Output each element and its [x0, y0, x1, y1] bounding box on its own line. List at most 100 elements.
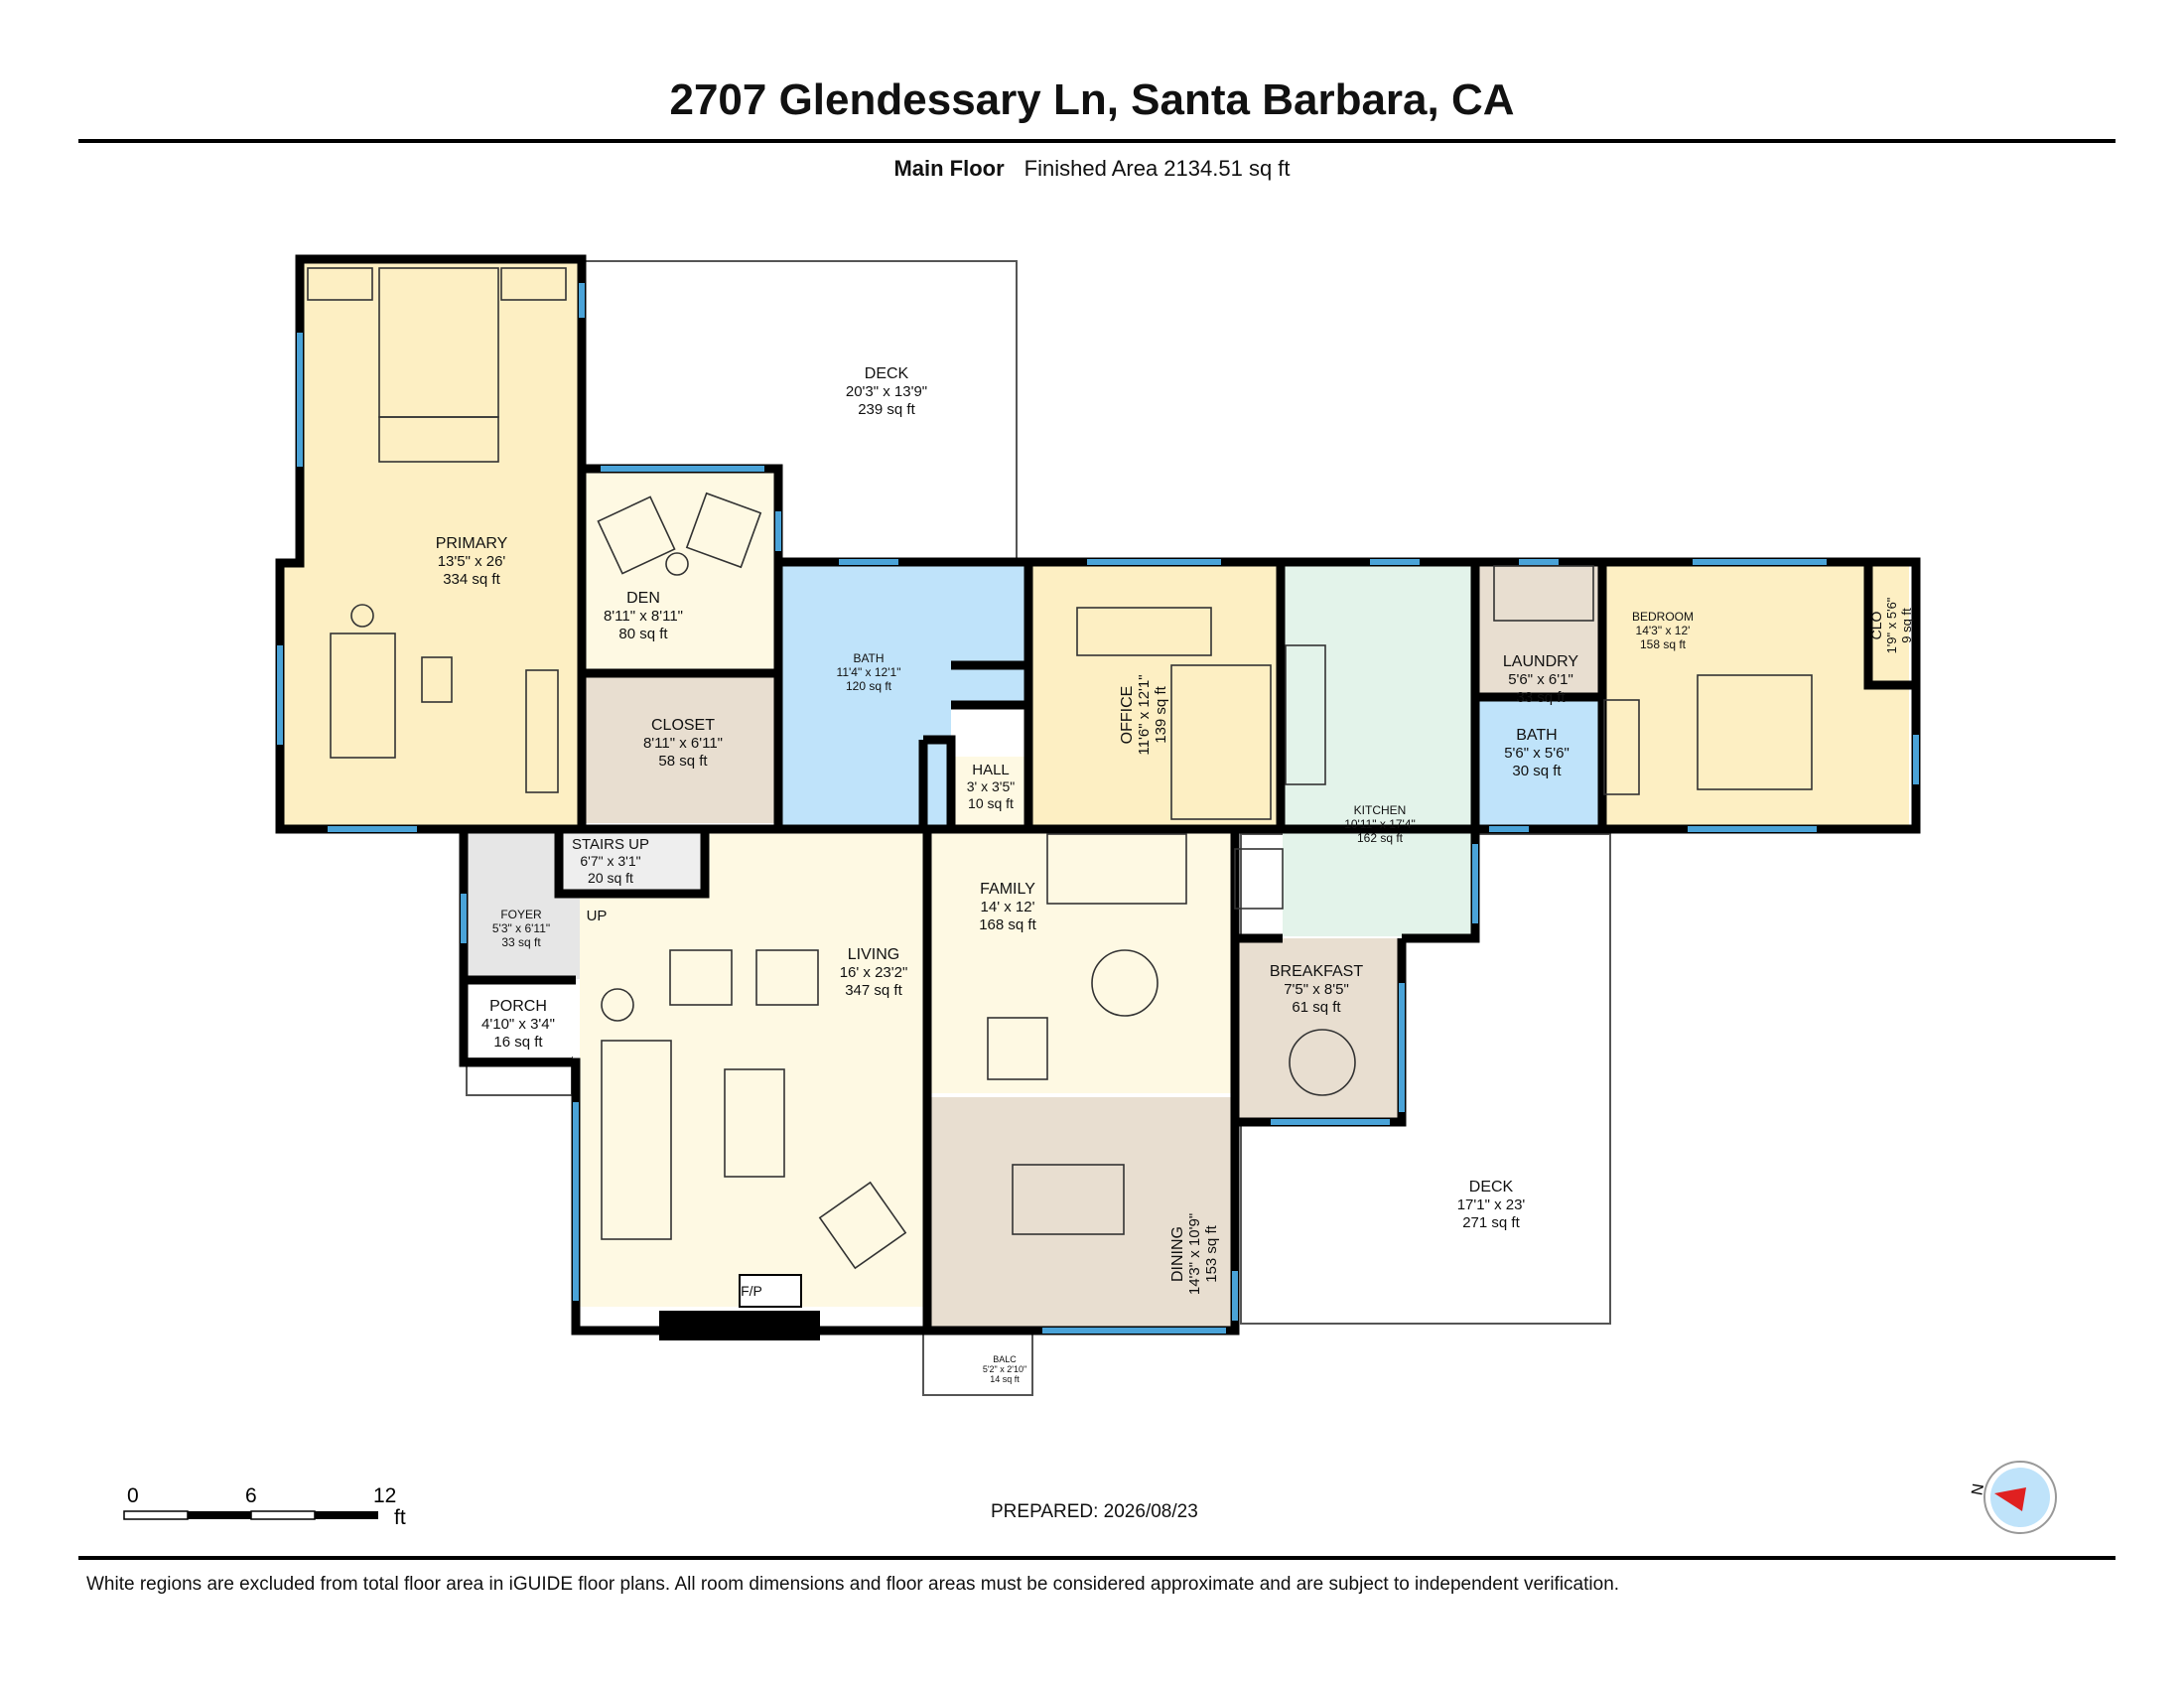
bath-main-area: 120 sq ft	[846, 679, 892, 693]
primary-walls	[275, 254, 587, 834]
primary-nightstand-right	[500, 267, 567, 301]
windows	[277, 283, 1919, 1334]
living-sofa	[601, 1040, 672, 1240]
scale-tick-6: 6	[245, 1484, 257, 1507]
primary-name: PRIMARY	[436, 535, 508, 552]
compass-north-label: N	[1971, 1482, 1987, 1496]
scale-segment-4	[315, 1511, 378, 1519]
bedroom-dims: 14'3" x 12'	[1636, 624, 1691, 637]
foyer-name: FOYER	[500, 908, 542, 921]
balc-dims: 5'2" x 2'10"	[983, 1364, 1026, 1374]
living-chair-1	[669, 949, 733, 1006]
breakfast-name: BREAKFAST	[1270, 963, 1363, 980]
hall-name: HALL	[972, 762, 1010, 778]
floor-name: Main Floor	[893, 156, 1005, 181]
office-desk-right	[1170, 664, 1272, 820]
family-area: 168 sq ft	[979, 916, 1036, 933]
stair-fill	[559, 830, 703, 896]
closet-area: 58 sq ft	[658, 753, 708, 770]
dining-fill	[929, 1097, 1232, 1328]
clo-wall	[1863, 562, 1916, 690]
fireplace-hearth	[659, 1311, 820, 1340]
kitchen-area: 162 sq ft	[1357, 831, 1404, 845]
den-dims: 8'11" x 8'11"	[604, 608, 683, 625]
den-side-table	[665, 552, 689, 576]
clo-label: CLO 1'9" x 5'6" 9 sq ft	[1868, 597, 1914, 653]
primary-dresser	[525, 669, 559, 793]
deck-top-dims: 20'3" x 13'9"	[846, 383, 927, 400]
office-label: OFFICE 11'6" x 12'1" 139 sq ft	[1119, 674, 1169, 755]
footer-divider	[78, 1556, 2116, 1560]
laundry-appliances	[1493, 565, 1594, 622]
clo-fill	[1871, 564, 1909, 683]
balc-area: 14 sq ft	[990, 1374, 1020, 1384]
scale-tick-12: 12	[373, 1484, 396, 1507]
office-desk	[1076, 607, 1212, 656]
office-name: OFFICE	[1119, 686, 1136, 745]
dining-name: DINING	[1169, 1226, 1186, 1282]
fireplace-box	[739, 1274, 802, 1308]
dining-label: DINING 14'3" x 10'9" 153 sq ft	[1169, 1213, 1220, 1295]
kitchen-fill	[1283, 564, 1473, 938]
office-area: 139 sq ft	[1153, 685, 1169, 743]
clo-dims: 1'9" x 5'6"	[1884, 597, 1899, 653]
scale-segment-3	[250, 1510, 316, 1520]
den-area: 80 sq ft	[618, 626, 668, 642]
closet-dims: 8'11" x 6'11"	[643, 735, 723, 752]
laundry-area: 33 sq ft	[1516, 689, 1566, 706]
dining-dims: 14'3" x 10'9"	[1186, 1213, 1203, 1295]
breakfast-dims: 7'5" x 8'5"	[1284, 981, 1349, 998]
porch-name: PORCH	[489, 998, 547, 1015]
scale-unit: ft	[394, 1506, 406, 1529]
clo-area: 9 sq ft	[1899, 608, 1914, 643]
deck-bottom-name: DECK	[1469, 1179, 1514, 1196]
deck-bottom-dims: 17'1" x 23'	[1457, 1196, 1526, 1213]
kitchen-stove	[1234, 848, 1284, 910]
living-dims: 16' x 23'2"	[840, 964, 908, 981]
finished-area: Finished Area 2134.51 sq ft	[1024, 156, 1291, 181]
hall-area: 10 sq ft	[968, 795, 1014, 811]
living-chair-2	[755, 949, 819, 1006]
kitchen-name: KITCHEN	[1354, 803, 1407, 817]
den-chair-left	[597, 495, 676, 575]
living-armchair	[818, 1181, 907, 1270]
scale-bar: 0 6 12 ft	[123, 1484, 406, 1529]
dining-area: 153 sq ft	[1203, 1224, 1220, 1282]
family-table	[1091, 949, 1159, 1017]
deck-bottom-area: 271 sq ft	[1462, 1214, 1520, 1231]
scale-segment-1	[123, 1510, 189, 1520]
scale-tick-0: 0	[127, 1484, 139, 1507]
furniture	[307, 267, 1813, 1270]
floor-subtitle: Main Floor Finished Area 2134.51 sq ft	[0, 156, 2184, 182]
primary-area: 334 sq ft	[443, 571, 500, 588]
bath-small-area: 30 sq ft	[1512, 763, 1562, 779]
living-area: 347 sq ft	[845, 982, 902, 999]
hall-dims: 3' x 3'5"	[967, 778, 1015, 794]
foyer-dims: 5'3" x 6'11"	[492, 921, 550, 935]
bath-inner-wall	[918, 660, 1028, 829]
family-sofa	[1046, 833, 1187, 905]
bath-small-dims: 5'6" x 5'6"	[1504, 745, 1570, 762]
porch-area: 16 sq ft	[493, 1034, 543, 1051]
primary-bed-bench	[378, 416, 499, 463]
den-fill	[582, 467, 777, 670]
stair-up-label: UP	[587, 908, 608, 924]
breakfast-table	[1289, 1029, 1356, 1096]
clo-name: CLO	[1868, 612, 1884, 640]
bath-main-name: BATH	[853, 651, 884, 665]
closet-fill	[582, 674, 777, 823]
bath-small-name: BATH	[1516, 727, 1557, 744]
dining-table	[1012, 1164, 1125, 1235]
bedroom-area: 158 sq ft	[1640, 637, 1687, 651]
page-title: 2707 Glendessary Ln, Santa Barbara, CA	[669, 75, 1515, 124]
family-dims: 14' x 12'	[981, 899, 1035, 915]
scale-segment-2	[188, 1511, 251, 1519]
living-fill	[580, 830, 927, 1307]
compass-icon: N	[1971, 1461, 2057, 1534]
room-labels: PRIMARY 13'5" x 26' 334 sq ft DECK 20'3"…	[436, 365, 1914, 1384]
hall-fill	[951, 757, 1030, 826]
porch-dims: 4'10" x 3'4"	[481, 1016, 555, 1033]
family-chair	[987, 1017, 1048, 1080]
stair-dims: 6'7" x 3'1"	[580, 853, 640, 869]
stair-walls	[554, 829, 710, 899]
